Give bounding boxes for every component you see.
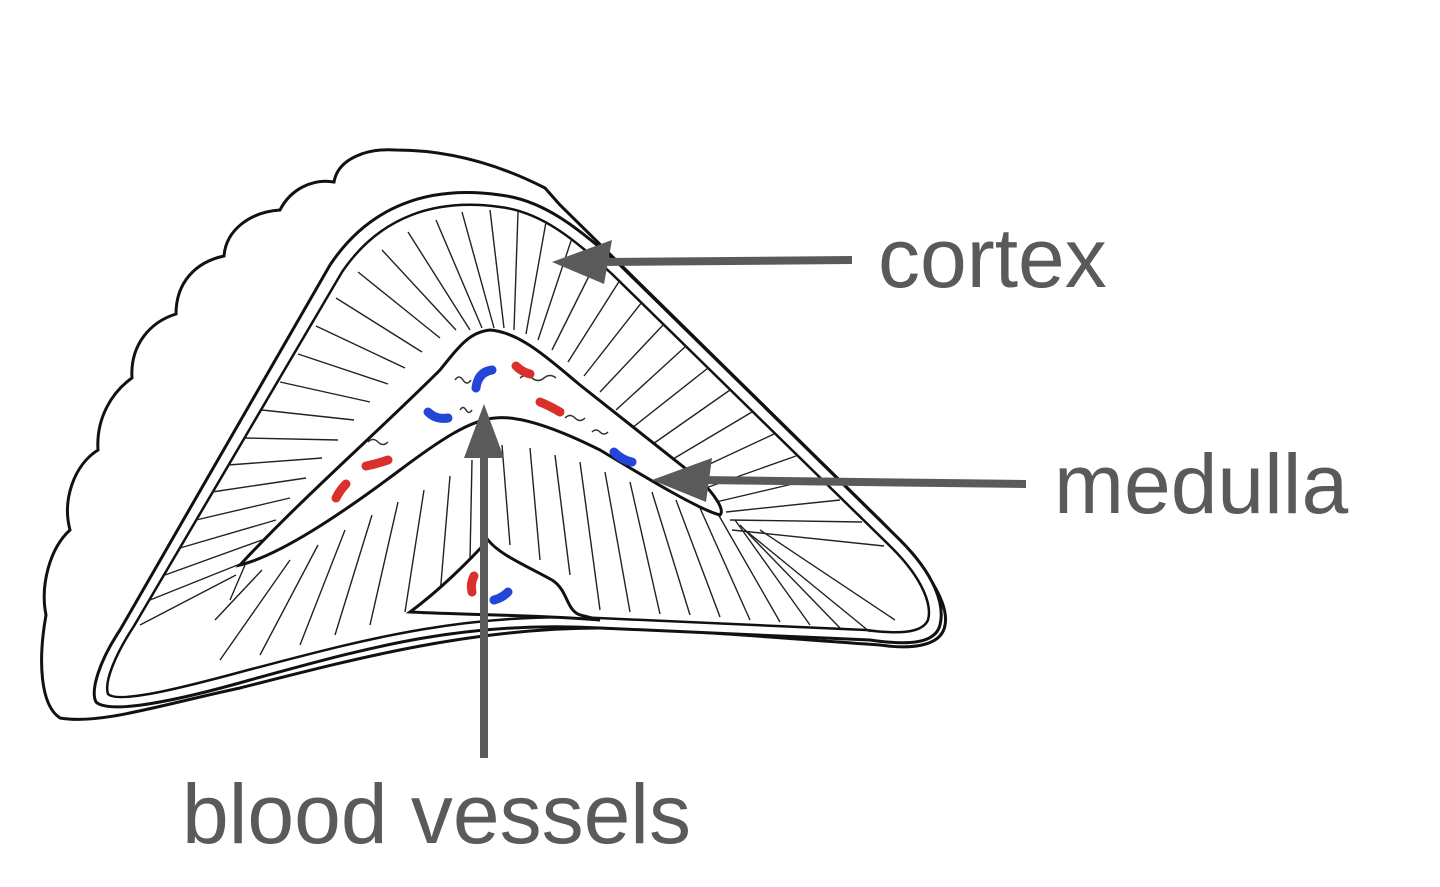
medulla-label: medulla — [1054, 437, 1349, 531]
cortex-arrowhead — [552, 240, 612, 284]
blood-vessels-arrowhead — [464, 404, 504, 458]
blood-vessels-label: blood vessels — [182, 767, 691, 861]
artery-segment — [331, 479, 351, 503]
capsule-outline-outer — [92, 191, 943, 709]
label-arrows — [464, 240, 1027, 758]
capillary-squiggles — [367, 374, 609, 446]
artery-segment — [535, 397, 565, 417]
vein-segment — [489, 587, 513, 605]
vein-segment — [423, 407, 453, 423]
arteries — [331, 361, 565, 597]
artery-segment — [511, 361, 535, 379]
artery-segment — [361, 455, 393, 471]
medulla-arrowhead — [652, 458, 712, 502]
artery-segment — [466, 571, 479, 597]
cortex-arrow-line — [599, 256, 853, 266]
veins — [423, 365, 637, 605]
medulla-lower-pocket — [405, 537, 601, 622]
vein-segment — [609, 447, 637, 467]
capsule-outline-inner — [105, 203, 931, 699]
medulla-arrow-line — [699, 476, 1027, 488]
cortex-label: cortex — [878, 211, 1107, 305]
vein-segment — [471, 365, 497, 393]
